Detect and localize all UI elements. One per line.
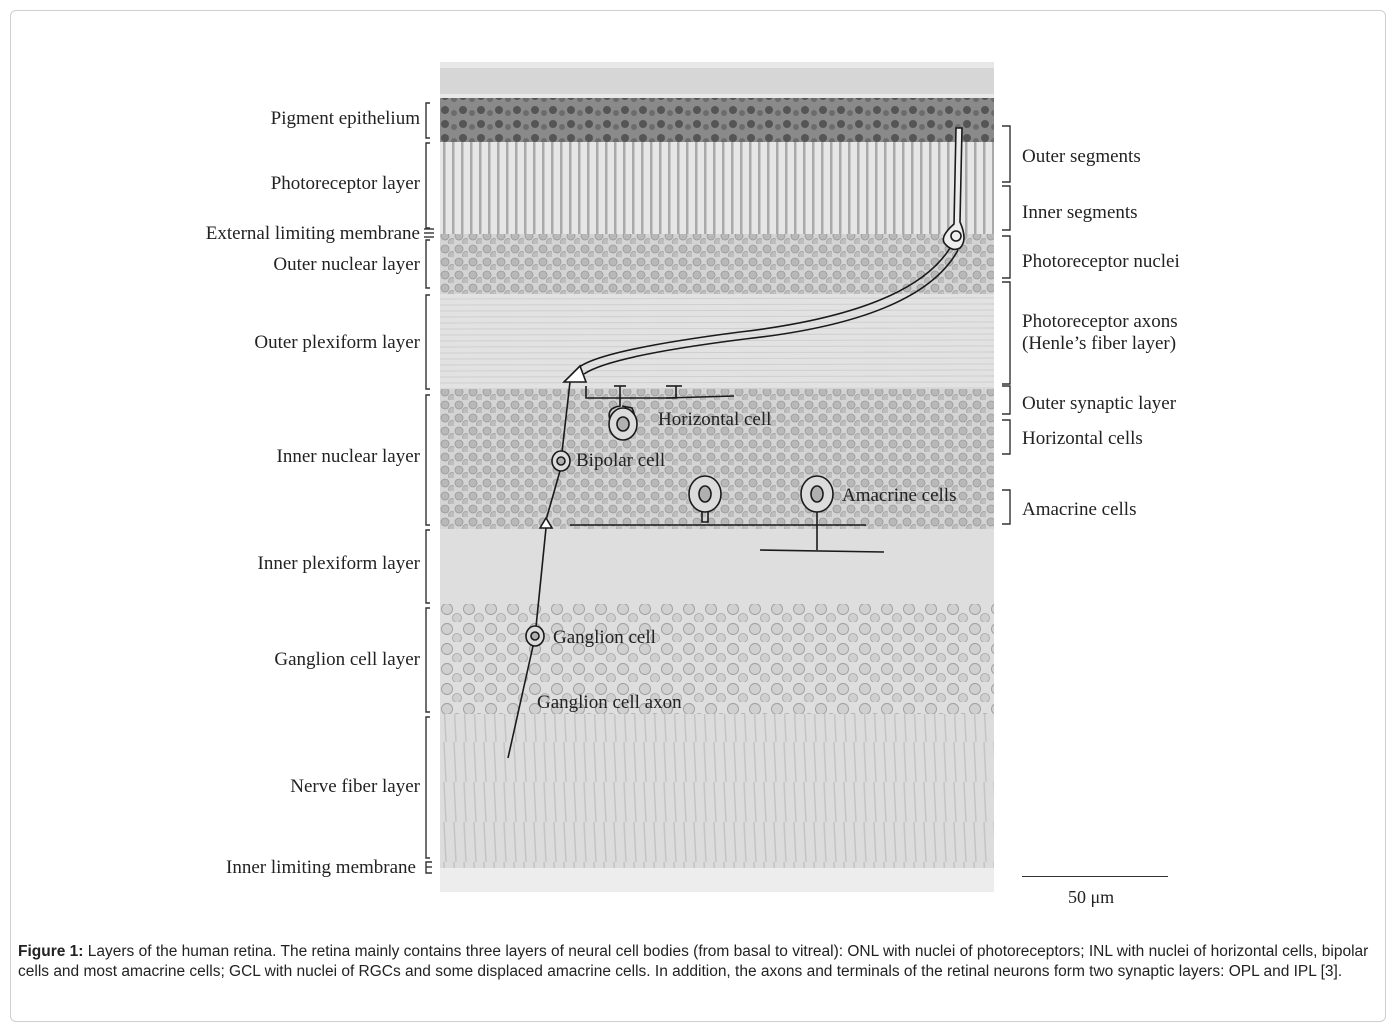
caption-text: Layers of the human retina. The retina m…	[18, 943, 1368, 980]
label-inner-plexiform-layer: Inner plexiform layer	[258, 553, 420, 575]
scale-bar-line	[1022, 876, 1168, 877]
label-external-limiting-membrane: External limiting membrane	[206, 223, 420, 245]
label-ganglion-cell-axon: Ganglion cell axon	[537, 692, 682, 714]
caption-label: Figure 1:	[18, 943, 83, 960]
label-ganglion-cell-layer: Ganglion cell layer	[274, 649, 420, 671]
label-horizontal-cell: Horizontal cell	[658, 409, 771, 431]
label-outer-segments: Outer segments	[1022, 146, 1141, 168]
retina-micrograph	[440, 62, 994, 892]
left-brackets	[418, 95, 442, 885]
label-photoreceptor-axons: Photoreceptor axons	[1022, 311, 1178, 333]
label-photoreceptor-nuclei: Photoreceptor nuclei	[1022, 251, 1180, 273]
label-outer-synaptic-layer: Outer synaptic layer	[1022, 393, 1176, 415]
label-outer-nuclear-layer: Outer nuclear layer	[273, 254, 420, 276]
right-brackets	[998, 120, 1020, 540]
scale-bar-label: 50 μm	[1068, 886, 1114, 908]
label-inner-limiting-membrane: Inner limiting membrane	[226, 857, 416, 879]
label-bipolar-cell: Bipolar cell	[576, 450, 665, 472]
label-amacrine-cells: Amacrine cells	[842, 485, 956, 507]
label-outer-plexiform-layer: Outer plexiform layer	[254, 332, 420, 354]
label-inner-segments: Inner segments	[1022, 202, 1138, 224]
label-inner-nuclear-layer: Inner nuclear layer	[277, 446, 420, 468]
figure-caption: Figure 1: Layers of the human retina. Th…	[18, 942, 1380, 982]
label-amacrine-cells-right: Amacrine cells	[1022, 499, 1136, 521]
label-henles-fiber-layer: (Henle’s fiber layer)	[1022, 333, 1176, 355]
label-nerve-fiber-layer: Nerve fiber layer	[290, 776, 420, 798]
label-photoreceptor-layer: Photoreceptor layer	[271, 173, 420, 195]
label-ganglion-cell: Ganglion cell	[553, 627, 656, 649]
label-horizontal-cells: Horizontal cells	[1022, 428, 1143, 450]
label-pigment-epithelium: Pigment epithelium	[271, 108, 420, 130]
